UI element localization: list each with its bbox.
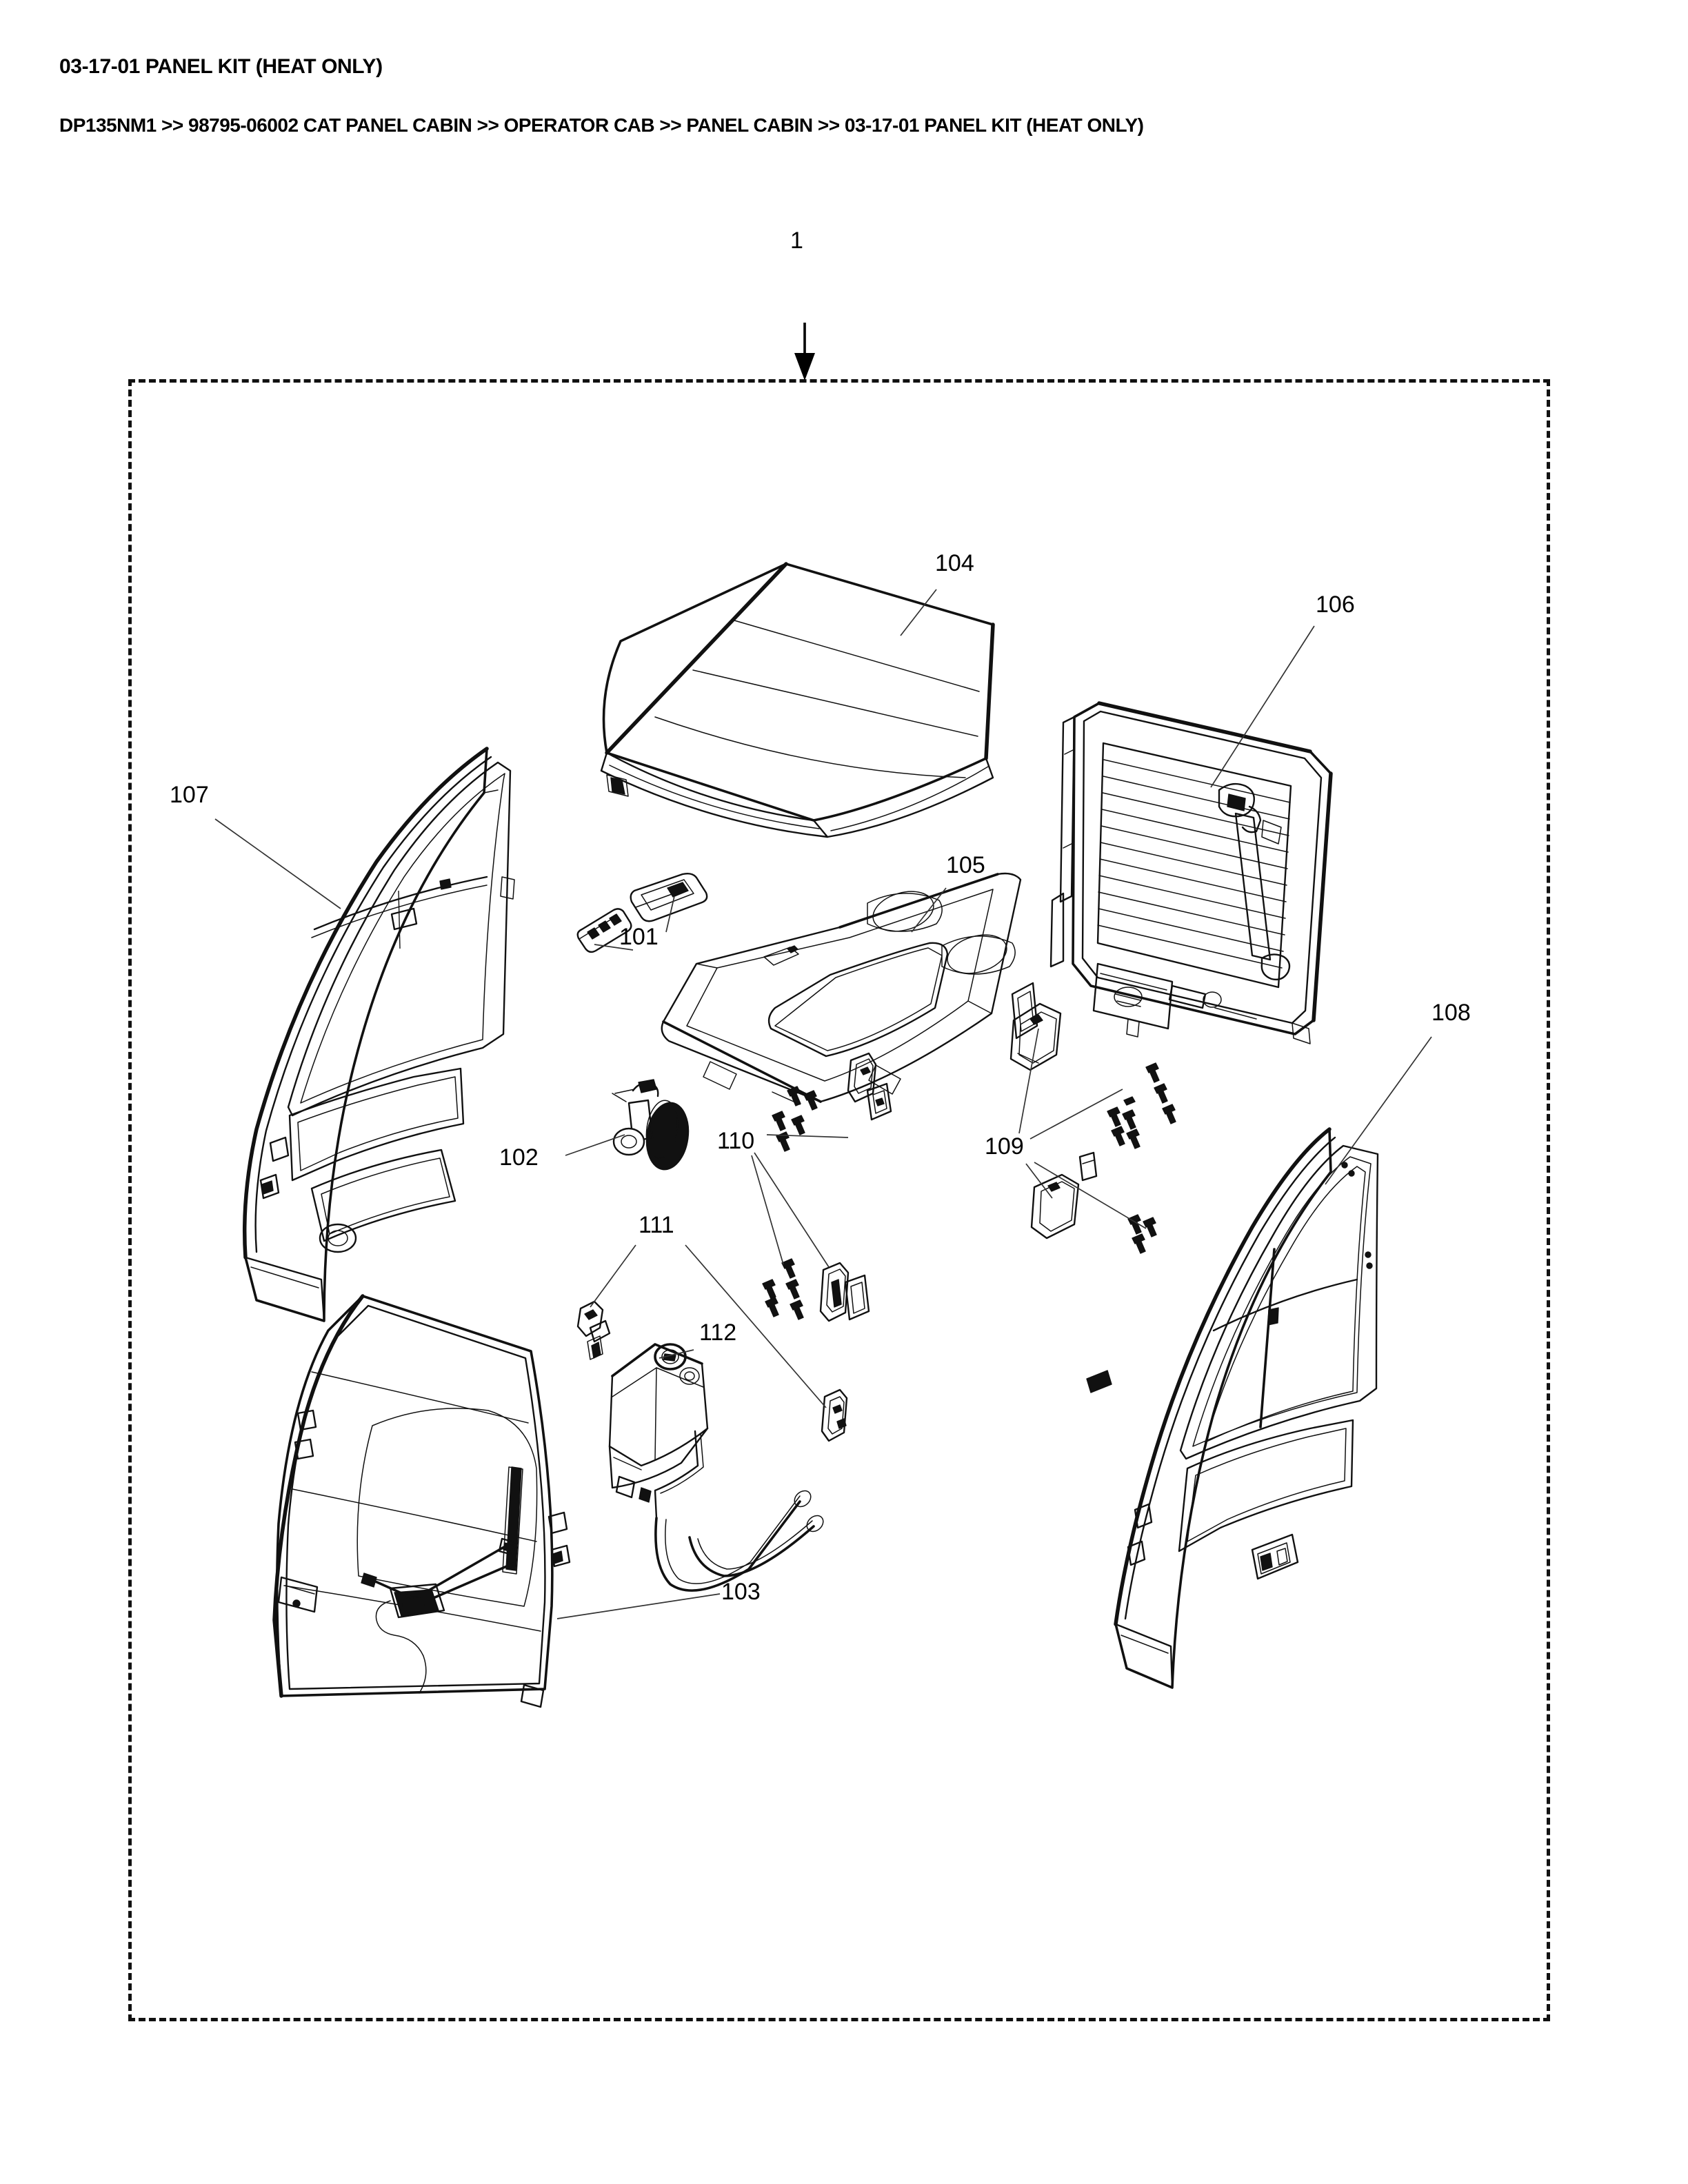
callout-111: 111 [639,1212,674,1238]
callout-106: 106 [1316,592,1355,618]
kit-arrow-marker [794,323,815,381]
callout-112: 112 [699,1320,737,1346]
callout-109: 109 [985,1133,1024,1160]
callout-101: 101 [619,924,659,950]
callout-kit: 1 [790,228,803,254]
callout-105: 105 [946,852,985,878]
callout-107: 107 [170,782,209,808]
callout-103: 103 [721,1579,761,1605]
breadcrumb: DP135NM1 >> 98795-06002 CAT PANEL CABIN … [59,114,1144,136]
callout-102: 102 [499,1144,539,1171]
assembly-boundary-box [128,379,1550,2021]
callout-110: 110 [717,1128,755,1154]
callout-104: 104 [935,550,974,576]
callout-108: 108 [1431,1000,1471,1026]
page-title: 03-17-01 PANEL KIT (HEAT ONLY) [59,55,383,78]
